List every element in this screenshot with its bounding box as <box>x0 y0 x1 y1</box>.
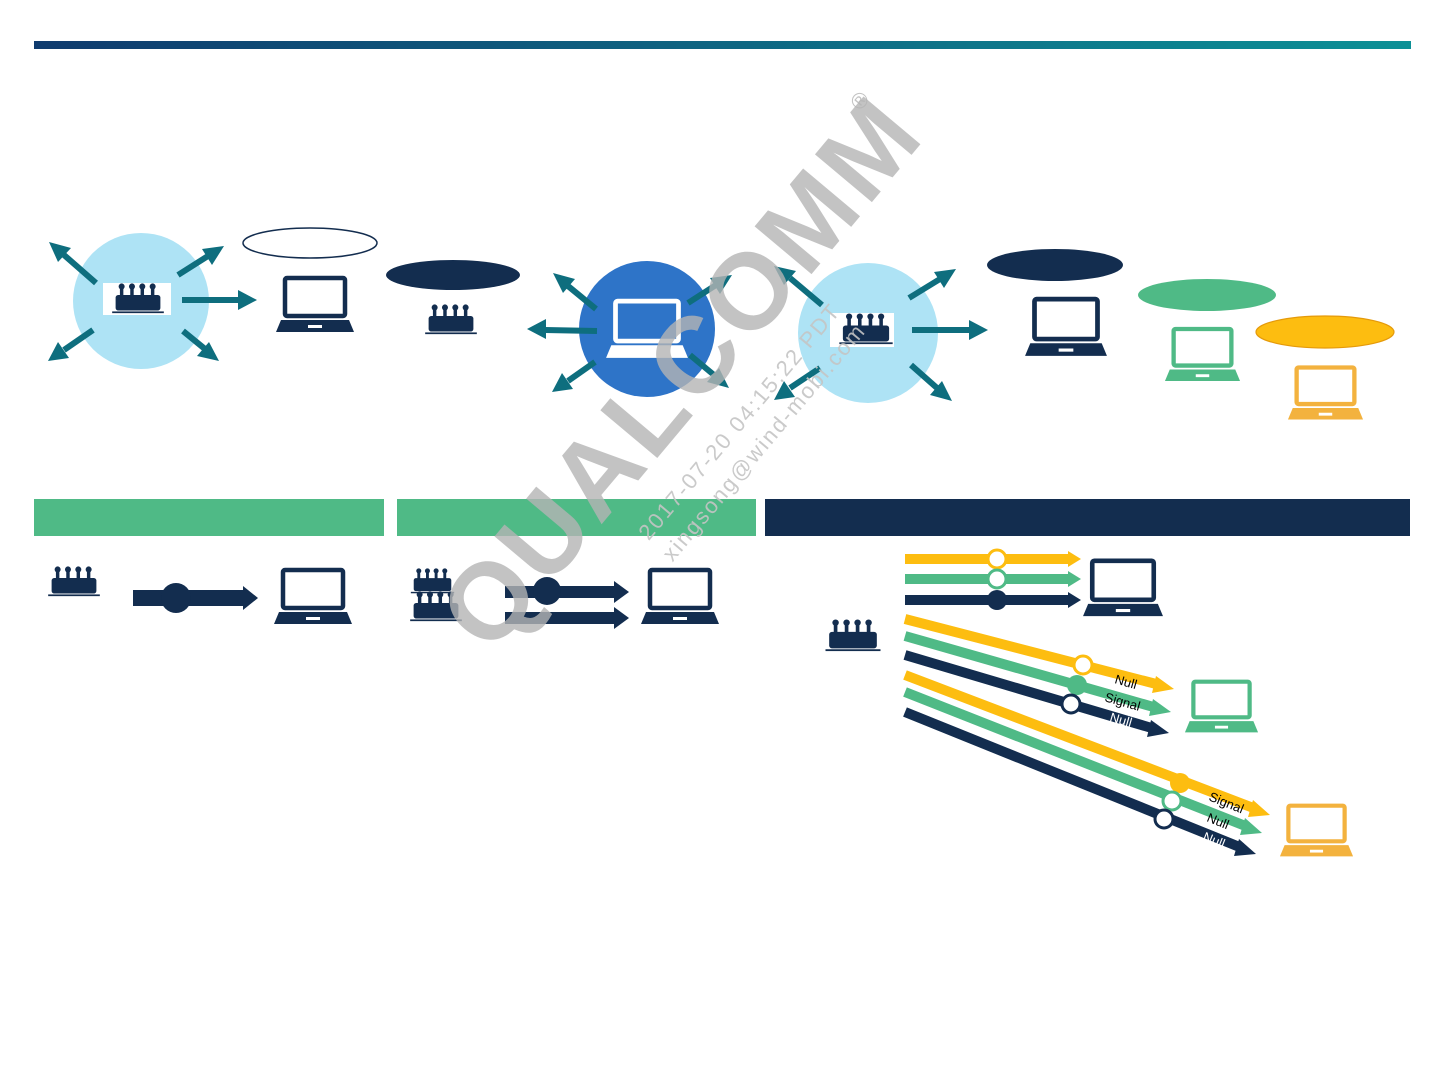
circle-marker-icon <box>987 590 1007 610</box>
label-oval-yellow <box>1255 315 1395 349</box>
laptop-icon <box>274 570 352 624</box>
panel-omni-ap <box>48 227 378 369</box>
header-bar-beamforming <box>397 499 756 536</box>
laptop-icon <box>1083 561 1163 616</box>
beam-label: Null <box>1108 709 1134 730</box>
circle-marker-icon <box>986 568 1008 590</box>
stream-bar <box>505 612 615 624</box>
bottom-single-stream <box>48 566 352 624</box>
router-icon <box>825 619 881 652</box>
arrow-icon <box>243 586 258 610</box>
laptop-icon <box>1185 682 1258 733</box>
laptop-icon <box>641 570 719 624</box>
panel-client-beam <box>386 260 732 397</box>
header-bar-mu-mimo <box>765 499 1410 536</box>
label-oval-navy <box>987 249 1123 281</box>
router-icon <box>48 566 100 597</box>
circle-marker-icon <box>1161 790 1183 812</box>
header-bar-su-mimo <box>34 499 384 536</box>
laptop-icon <box>276 278 354 332</box>
arrow-icon <box>48 242 257 361</box>
laptop-icon <box>1165 329 1240 381</box>
top-rule <box>34 41 1411 49</box>
laptop-icon <box>1280 806 1353 857</box>
circle-marker-icon <box>1170 773 1190 793</box>
circle-marker-icon <box>986 548 1008 570</box>
beam-group-client2: Null Signal Null <box>903 614 1174 737</box>
circle-marker-icon <box>1067 675 1087 695</box>
arrow-icon <box>614 581 629 603</box>
beam-group-client1 <box>905 548 1081 610</box>
circle-marker-icon <box>1153 808 1175 830</box>
bottom-mu-mimo: Null Signal Null Signal Null Null <box>825 548 1354 857</box>
circle-marker-icon <box>1072 654 1094 676</box>
laptop-icon <box>1025 299 1107 356</box>
circle-marker-icon <box>161 583 191 613</box>
beam-group-client3: Signal Null Null <box>903 670 1270 856</box>
router-icon <box>425 304 477 335</box>
label-oval-green <box>1138 279 1276 311</box>
circle-marker-icon <box>1060 693 1082 715</box>
arrow-icon <box>774 266 988 401</box>
label-oval-navy <box>386 260 520 290</box>
circle-marker-icon <box>533 577 561 605</box>
bottom-dual-stream <box>410 568 719 629</box>
panel-mu-ap <box>774 249 1395 420</box>
label-oval-outline <box>242 227 378 259</box>
arrow-icon <box>614 607 629 629</box>
beam-label: Null <box>1201 829 1227 851</box>
beam-label: Null <box>1113 671 1139 692</box>
coverage-bubble <box>579 261 715 397</box>
arrow-icon <box>527 273 732 392</box>
laptop-icon <box>1288 368 1363 420</box>
